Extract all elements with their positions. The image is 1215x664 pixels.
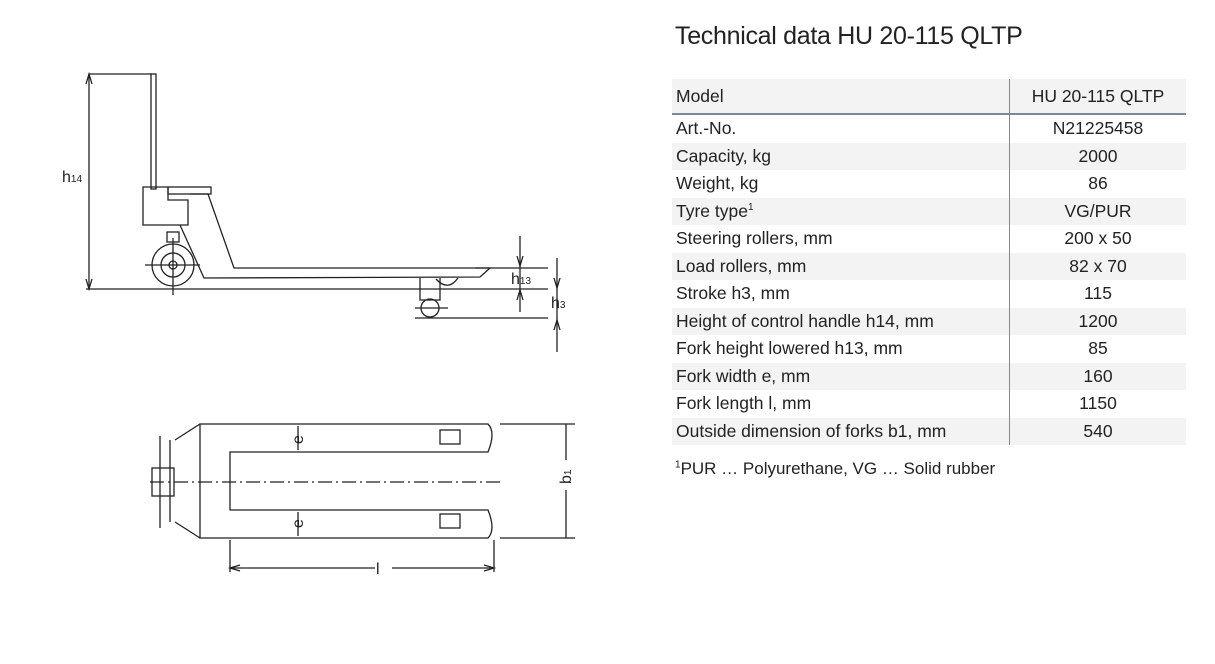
table-row: Stroke h3, mm 115 xyxy=(672,280,1186,308)
row-label: Load rollers, mm xyxy=(672,252,1010,280)
row-label: Fork width e, mm xyxy=(672,362,1010,390)
table-row: Fork height lowered h13, mm 85 xyxy=(672,335,1186,363)
top-view: l e e b1 xyxy=(150,423,575,578)
side-view: h14 h13 h3 xyxy=(62,71,566,352)
e-label-top: e xyxy=(290,435,307,444)
h13-label: h13 xyxy=(511,271,531,288)
row-value: 2000 xyxy=(1009,142,1186,170)
footnote-ref: 1 xyxy=(747,201,754,213)
h14-label: h14 xyxy=(62,169,82,186)
row-value: 540 xyxy=(1009,417,1186,445)
row-value: 1150 xyxy=(1009,390,1186,418)
page-title: Technical data HU 20-115 QLTP xyxy=(675,22,1023,50)
row-value: 82 x 70 xyxy=(1009,252,1186,280)
l-label: l xyxy=(376,561,380,578)
header-label: Model xyxy=(672,79,1010,115)
row-label: Capacity, kg xyxy=(672,142,1010,170)
row-label: Steering rollers, mm xyxy=(676,228,833,249)
e-label-bottom: e xyxy=(290,519,307,528)
row-value: 85 xyxy=(1009,335,1186,363)
row-label: Outside dimension of forks b1, mm xyxy=(672,417,1010,445)
row-value: 200 x 50 xyxy=(1009,225,1186,253)
row-label: Weight, kg xyxy=(676,173,759,194)
row-label: Tyre type1 xyxy=(672,197,1010,225)
row-value: 1200 xyxy=(1009,307,1186,335)
table-row: Weight, kg 86 xyxy=(672,170,1186,198)
footnote-marker: 1 xyxy=(675,459,681,471)
row-value: N21225458 xyxy=(1009,114,1186,143)
table-row: Fork length l, mm 1150 xyxy=(672,390,1186,418)
h3-label: h3 xyxy=(551,295,566,312)
b1-label: b1 xyxy=(558,469,575,484)
row-label: Height of control handle h14, mm xyxy=(672,307,1010,335)
footnote: 1PUR … Polyurethane, VG … Solid rubber xyxy=(675,459,995,479)
row-label: Fork length l, mm xyxy=(676,393,812,414)
row-value: 160 xyxy=(1009,362,1186,390)
row-value: 86 xyxy=(1009,170,1186,198)
table-row: Steering rollers, mm 200 x 50 xyxy=(672,225,1186,253)
row-label: Art.-No. xyxy=(676,118,737,139)
table-header: Model HU 20-115 QLTP xyxy=(672,79,1186,115)
header-value: HU 20-115 QLTP xyxy=(1009,79,1186,115)
row-value: VG/PUR xyxy=(1009,197,1186,225)
table-row: Art.-No. N21225458 xyxy=(672,114,1186,143)
pallet-truck-drawing: h14 h13 h3 l e e b1 xyxy=(62,71,575,578)
footnote-text: PUR … Polyurethane, VG … Solid rubber xyxy=(680,459,996,478)
row-label: Fork height lowered h13, mm xyxy=(676,338,903,359)
row-value: 115 xyxy=(1009,280,1186,308)
row-label: Stroke h3, mm xyxy=(676,283,790,304)
